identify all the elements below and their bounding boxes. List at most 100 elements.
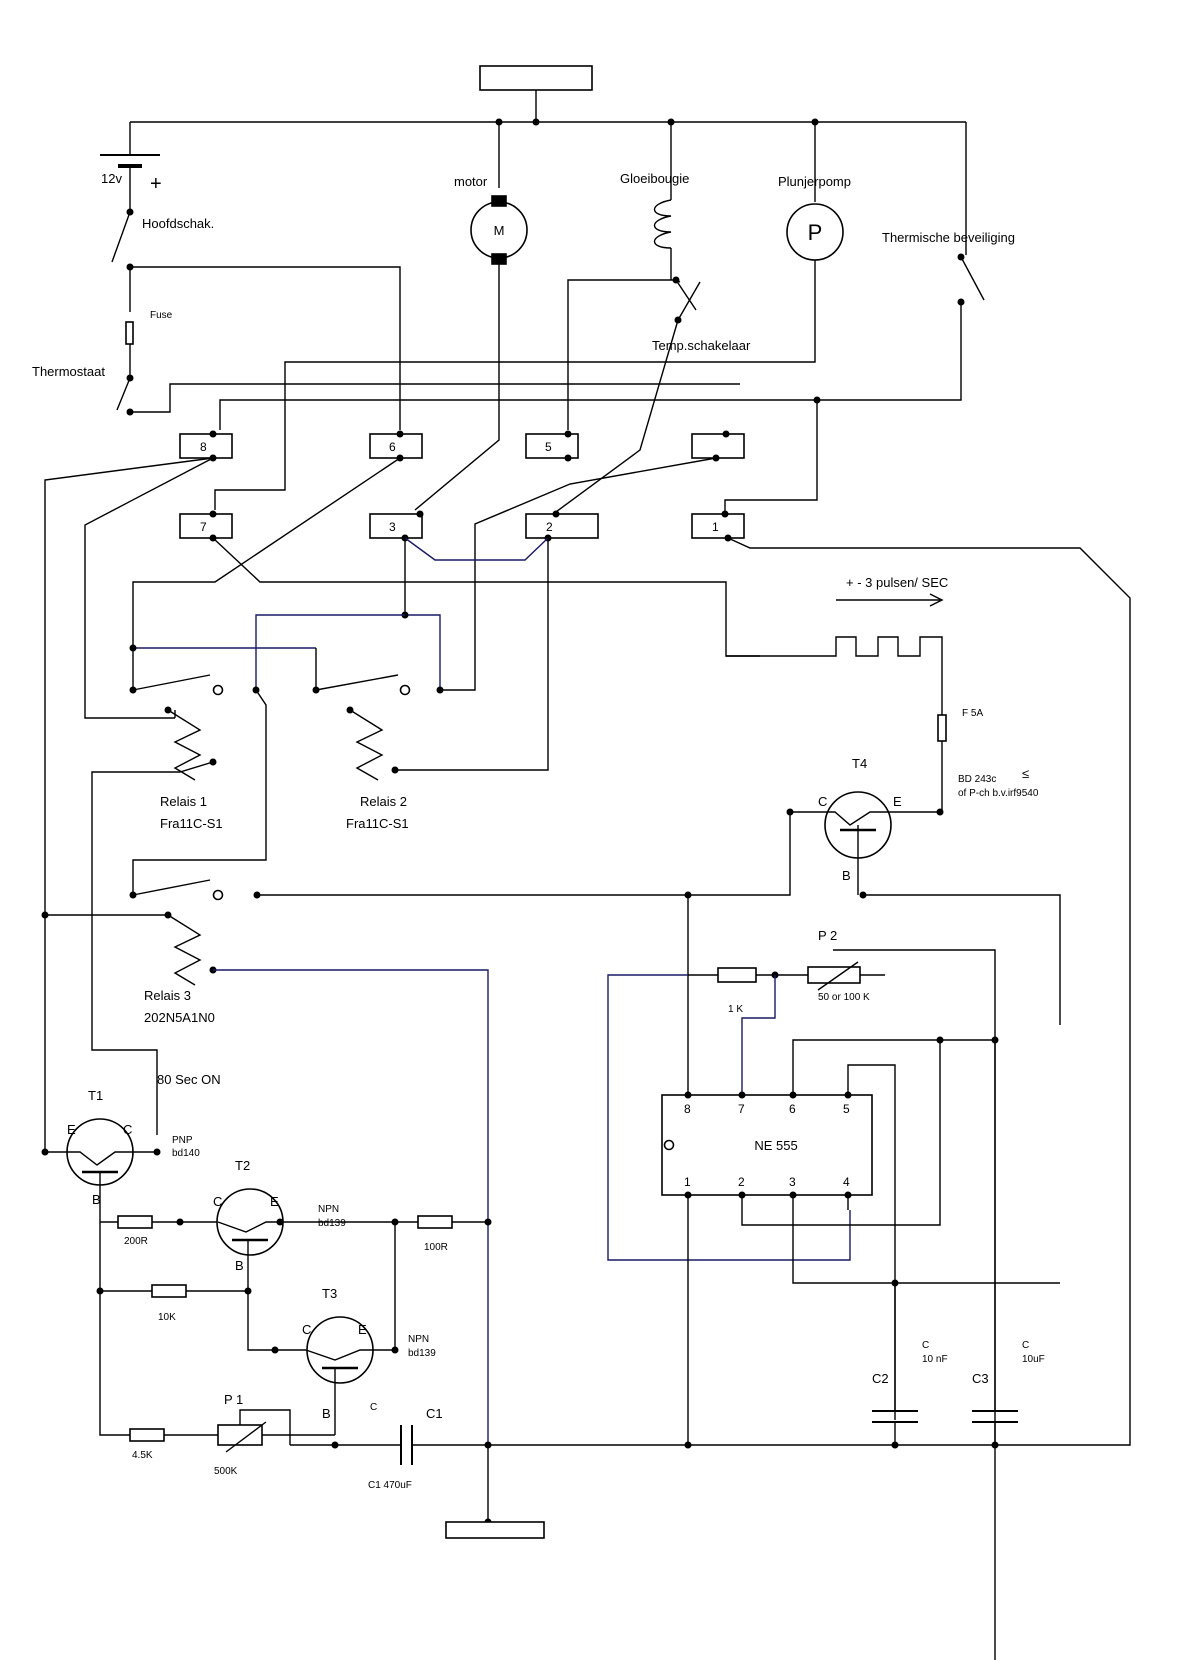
terminal-label-1: 1 xyxy=(712,520,719,534)
relay-2-coil-icon xyxy=(346,706,399,781)
fuse-5a-icon xyxy=(937,714,947,742)
t3-type1: NPN xyxy=(408,1334,429,1345)
resistor-200r-icon xyxy=(117,1215,153,1229)
fuse-label: Fuse xyxy=(150,310,173,321)
potentiometer-p2-icon xyxy=(807,966,861,984)
c3-small: C xyxy=(1022,1340,1029,1351)
ne555-pin-8: 8 xyxy=(684,1102,691,1116)
t4-name: T4 xyxy=(852,756,867,771)
p2-name: P 2 xyxy=(818,928,837,943)
c1-name: C1 xyxy=(426,1406,443,1421)
terminal-label-2: 2 xyxy=(546,520,553,534)
pulse-label: + - 3 pulsen/ SEC xyxy=(846,575,948,590)
t4-e: E xyxy=(893,794,902,809)
relay-2-contact-icon xyxy=(312,674,444,696)
ne555-pin-6: 6 xyxy=(789,1102,796,1116)
t4-part-line1: BD 243c xyxy=(958,774,996,785)
t3-e: E xyxy=(358,1322,367,1337)
ne555-pin-3: 3 xyxy=(789,1175,796,1189)
p1-name: P 1 xyxy=(224,1392,243,1407)
resistor-100r-icon xyxy=(417,1215,453,1229)
t1-e: E xyxy=(67,1122,76,1137)
terminal-row-bottom xyxy=(179,513,745,539)
terminal-label-5: 5 xyxy=(545,440,552,454)
ne555-pin-4: 4 xyxy=(843,1175,850,1189)
relay-3-coil-icon xyxy=(164,911,217,986)
glow-plug-label: Gloeibougie xyxy=(620,171,689,186)
pump-symbol: P xyxy=(808,220,823,245)
terminal-label-6: 6 xyxy=(389,440,396,454)
pulse-waveform-icon xyxy=(726,636,943,720)
t1-type1: PNP xyxy=(172,1135,193,1146)
t2-b: B xyxy=(235,1258,244,1273)
relay-3-type: 202N5A1N0 xyxy=(144,1010,215,1025)
terminal-label-7: 7 xyxy=(200,520,207,534)
temp-switch-icon xyxy=(677,281,701,321)
ne555-chip xyxy=(661,1094,873,1196)
relay-3-contact-icon xyxy=(129,879,261,901)
resistor-10k-label: 10K xyxy=(158,1312,176,1323)
c3-value: 10uF xyxy=(1022,1354,1045,1365)
t3-type2: bd139 xyxy=(408,1348,436,1359)
relay-1-type: Fra11C-S1 xyxy=(160,816,223,831)
terminal-row-top xyxy=(179,433,745,459)
ne555-pin-1: 1 xyxy=(684,1175,691,1189)
t4-b: B xyxy=(842,868,851,883)
capacitor-c1-icon xyxy=(290,1425,488,1465)
terminal-2 xyxy=(525,513,599,539)
terminal-label-8: 8 xyxy=(200,440,207,454)
bottom-ground-bar xyxy=(445,1521,545,1539)
relay-2-name: Relais 2 xyxy=(360,794,407,809)
t2-type2: bd139 xyxy=(318,1218,346,1229)
terminal-3 xyxy=(369,513,423,539)
t2-e: E xyxy=(270,1194,279,1209)
timer-label: 80 Sec ON xyxy=(157,1072,221,1087)
terminal-8 xyxy=(179,433,233,459)
t4-le-symbol: ≤ xyxy=(1022,766,1029,781)
fuse-icon xyxy=(125,321,134,345)
c1-value: C1 470uF xyxy=(368,1480,412,1491)
t4-part-line2: of P-ch b.v.irf9540 xyxy=(958,788,1039,799)
terminal-blank xyxy=(691,433,745,459)
t1-type2: bd140 xyxy=(172,1148,200,1159)
battery-icon xyxy=(100,122,160,210)
temp-switch-label: Temp.schakelaar xyxy=(652,338,751,353)
t2-name: T2 xyxy=(235,1158,250,1173)
thermal-protection-label: Thermische beveiliging xyxy=(882,230,1015,245)
c1-small: C xyxy=(370,1402,377,1413)
top-ground-bar xyxy=(479,65,593,91)
battery-plus: + xyxy=(150,173,162,195)
relay-2-type: Fra11C-S1 xyxy=(346,816,409,831)
p2-value: 50 or 100 K xyxy=(818,992,870,1003)
c2-value: 10 nF xyxy=(922,1354,948,1365)
resistor-4-5k-icon xyxy=(129,1428,165,1442)
pump-label: Plunjerpomp xyxy=(778,174,851,189)
motor-symbol: M xyxy=(494,223,505,238)
resistor-200r-label: 200R xyxy=(124,1236,148,1247)
t3-name: T3 xyxy=(322,1286,337,1301)
fuse-5a-label: F 5A xyxy=(962,708,983,719)
terminal-7 xyxy=(179,513,233,539)
t3-c: C xyxy=(302,1322,311,1337)
ne555-name: NE 555 xyxy=(754,1138,797,1153)
glow-plug-coil-icon xyxy=(653,199,672,249)
main-switch-icon xyxy=(111,208,134,271)
relay-3-name: Relais 3 xyxy=(144,988,191,1003)
main-switch-label: Hoofdschak. xyxy=(142,216,214,231)
motor-label: motor xyxy=(454,174,488,189)
resistor-1k-label: 1 K xyxy=(728,1004,743,1015)
battery-voltage: 12v xyxy=(101,171,122,186)
relay-1-name: Relais 1 xyxy=(160,794,207,809)
terminal-5 xyxy=(525,433,579,459)
t1-name: T1 xyxy=(88,1088,103,1103)
t3-b: B xyxy=(322,1406,331,1421)
relay-1-contact-icon xyxy=(129,674,260,696)
capacitor-c2-icon xyxy=(872,1283,918,1445)
ne555-pin-2: 2 xyxy=(738,1175,745,1189)
p1-value: 500K xyxy=(214,1466,238,1477)
c2-name: C2 xyxy=(872,1371,889,1386)
resistor-1k-icon xyxy=(717,967,757,983)
terminal-1 xyxy=(691,513,745,539)
t1-c: C xyxy=(123,1122,132,1137)
